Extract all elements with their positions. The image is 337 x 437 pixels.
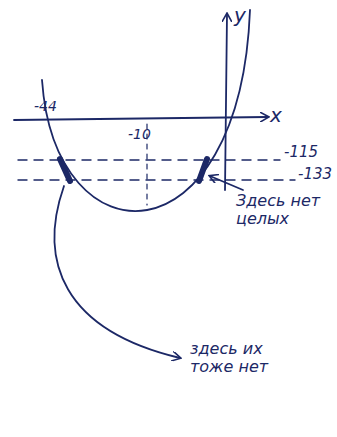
x-axis [14,117,268,120]
pointer-arrow [210,176,243,190]
interval-mark [199,159,207,181]
value-label: -10 [128,126,151,142]
note-text: здесь их тоже нет [190,340,290,377]
value-label: -44 [34,98,57,114]
interval-mark [60,159,70,181]
level-line [18,179,295,180]
parabola [42,10,250,211]
note-text: Здесь нет целых [236,192,328,229]
axis-name: y [234,4,246,27]
y-axis [225,14,227,190]
value-label: -133 [298,166,332,183]
value-label: -115 [284,144,318,161]
pointer-arrow [55,186,180,358]
axis-name: x [270,104,282,127]
